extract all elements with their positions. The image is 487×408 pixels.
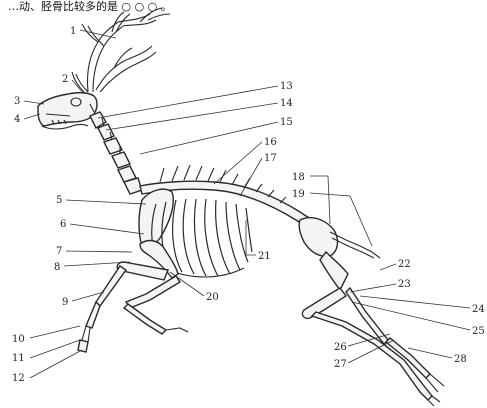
label-22: 22 — [398, 259, 411, 270]
leader-15 — [140, 122, 278, 154]
leader-10 — [30, 326, 80, 338]
label-28: 28 — [454, 354, 467, 365]
leader-3 — [24, 101, 44, 104]
leader-18 — [310, 176, 330, 224]
label-3: 3 — [14, 96, 20, 107]
leader-28 — [408, 348, 452, 358]
fore-limb — [78, 241, 188, 352]
label-9: 9 — [62, 297, 68, 308]
leader-14 — [106, 103, 278, 130]
label-1: 1 — [70, 26, 76, 37]
cervical-vertebrae — [90, 104, 142, 194]
label-11: 11 — [12, 353, 25, 364]
label-13: 13 — [280, 81, 293, 92]
leader-7 — [66, 251, 132, 252]
label-8: 8 — [54, 262, 60, 273]
leader-2 — [72, 80, 84, 94]
label-14: 14 — [280, 98, 293, 109]
label-19: 19 — [292, 189, 305, 200]
antlers — [72, 8, 170, 92]
label-4: 4 — [14, 114, 20, 125]
label-17: 17 — [264, 153, 277, 164]
leader-16 — [214, 142, 262, 184]
number-labels: 1 2 3 4 5 6 7 8 9 10 11 12 13 14 15 16 1… — [12, 26, 485, 384]
leader-5 — [66, 200, 146, 204]
label-2: 2 — [62, 74, 68, 85]
header-text: …动、胫骨比较多的是 ○ ○ ○ 。 — [8, 0, 172, 13]
label-10: 10 — [12, 334, 25, 345]
label-25: 25 — [472, 326, 485, 337]
leader-1 — [80, 30, 116, 38]
label-18: 18 — [292, 172, 305, 183]
label-20: 20 — [206, 292, 219, 303]
label-23: 23 — [398, 279, 411, 290]
pelvis — [299, 218, 337, 257]
scapula — [139, 189, 173, 247]
label-24: 24 — [472, 304, 485, 315]
leader-13 — [98, 86, 278, 118]
label-6: 6 — [60, 219, 66, 230]
leader-21 — [246, 220, 256, 255]
label-5: 5 — [56, 195, 62, 206]
leader-6 — [70, 224, 144, 234]
label-16: 16 — [264, 137, 277, 148]
skeleton — [38, 8, 444, 406]
leader-24 — [360, 296, 470, 308]
label-15: 15 — [280, 117, 293, 128]
skull — [38, 93, 97, 129]
leader-23 — [350, 284, 396, 292]
hind-limb — [302, 252, 444, 406]
leader-22 — [380, 264, 396, 270]
label-21: 21 — [258, 251, 271, 262]
leader-12 — [30, 350, 82, 378]
label-26: 26 — [334, 342, 347, 353]
label-12: 12 — [12, 373, 25, 384]
label-7: 7 — [56, 246, 62, 257]
label-27: 27 — [334, 359, 347, 370]
